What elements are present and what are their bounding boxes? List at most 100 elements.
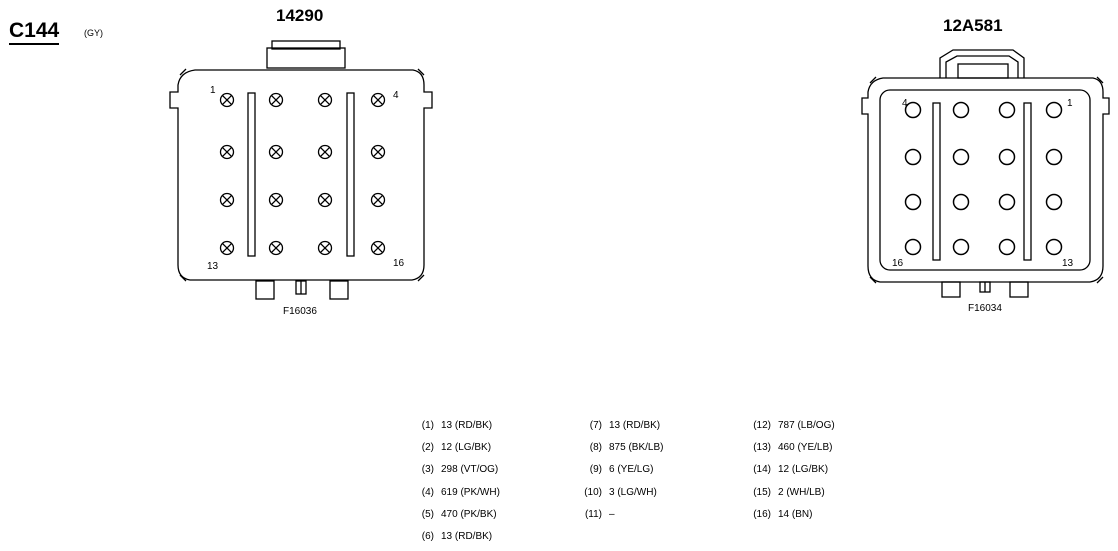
pin-number: (13) [753, 442, 771, 454]
circuit-id: – [609, 508, 615, 520]
pinout-row: (1) 13 (RD/BK) [412, 418, 500, 440]
right-inner-housing [879, 89, 1091, 271]
pin-cavity [317, 92, 333, 108]
right-corner-label: 13 [1062, 258, 1074, 269]
pin-cavity [904, 101, 922, 119]
pin-cavity [998, 193, 1016, 211]
pinout-row: (3) 298 (VT/OG) [412, 462, 500, 484]
pin-cavity [952, 193, 970, 211]
pin-cavity [1045, 148, 1063, 166]
circuit-id: 2 (WH/LB) [778, 486, 825, 498]
pin-cavity [219, 92, 235, 108]
left-corner-label: 1 [210, 85, 216, 96]
left-polarizing-bar-1 [247, 92, 256, 257]
left-corner-label: 16 [393, 258, 405, 269]
pinout-row: (14) 12 (LG/BK) [749, 462, 835, 484]
pin-cavity [370, 192, 386, 208]
left-figure-ref: F16036 [283, 306, 317, 317]
pin-cavity [219, 192, 235, 208]
pin-cavity [952, 148, 970, 166]
pin-number: (6) [421, 530, 434, 542]
pin-cavity [998, 101, 1016, 119]
left-locking-tab-top [271, 40, 341, 50]
circuit-id: 6 (YE/LG) [609, 464, 654, 476]
pin-cavity [219, 144, 235, 160]
pin-cavity [370, 240, 386, 256]
circuit-id: 3 (LG/WH) [609, 486, 657, 498]
pin-cavity [370, 92, 386, 108]
left-pin-array [219, 92, 386, 256]
pin-number: (5) [421, 508, 434, 520]
pin-cavity [952, 101, 970, 119]
pin-cavity [1045, 238, 1063, 256]
circuit-id: 787 (LB/OG) [778, 420, 835, 431]
left-housing [169, 69, 433, 281]
circuit-id: 619 (PK/WH) [441, 486, 500, 498]
connector-id: C144 [9, 20, 60, 45]
left-locking-tab [266, 47, 346, 69]
left-connector-face [169, 40, 433, 300]
pinout-row: (9)6 (YE/LG) [580, 462, 663, 484]
right-top-latch [939, 49, 1025, 78]
right-figure-ref: F16034 [968, 303, 1002, 314]
circuit-id: 470 (PK/BK) [441, 508, 497, 520]
pin-cavity [1045, 101, 1063, 119]
connector-color-code: (GY) [84, 28, 103, 38]
pin-cavity [952, 238, 970, 256]
pin-number: (15) [753, 486, 771, 498]
pin-cavity [1045, 193, 1063, 211]
pin-cavity [268, 92, 284, 108]
right-corner-label: 1 [1067, 98, 1073, 109]
left-bottom-latch [255, 280, 275, 300]
pin-number: (11) [584, 508, 602, 520]
circuit-id: 875 (BK/LB) [609, 442, 664, 454]
right-outer-housing [861, 77, 1110, 283]
pin-cavity [998, 148, 1016, 166]
right-polarizing-bar-1 [932, 102, 941, 261]
pin-cavity [317, 144, 333, 160]
circuit-id: 12 (LG/BK) [778, 464, 829, 476]
pin-cavity [268, 240, 284, 256]
right-bottom-latch [941, 281, 961, 298]
right-bottom-latch [1009, 281, 1029, 298]
pinout-row: (5) 470 (PK/BK) [412, 507, 500, 529]
right-connector-face [861, 49, 1110, 298]
pin-number: (2) [421, 442, 434, 454]
pin-number: (7) [589, 420, 602, 431]
pin-cavity [268, 144, 284, 160]
right-polarizing-bar-2 [1023, 102, 1032, 261]
pinout-row: (7)13 (RD/BK) [580, 418, 663, 440]
pinout-row: (8) 875 (BK/LB) [580, 440, 664, 462]
pin-number: (16) [753, 508, 771, 520]
pinout-row: (15) 2 (WH/LB) [749, 485, 835, 507]
pinout-row: (4) 619 (PK/WH) [412, 485, 500, 507]
pinout-row: (16)14 (BN) [749, 507, 835, 529]
pin-number: (8) [589, 442, 602, 454]
pin-cavity [370, 144, 386, 160]
pin-cavity [904, 238, 922, 256]
left-part-number: 14290 [276, 6, 324, 25]
pinout-row: (11)– [580, 507, 663, 529]
circuit-id: 298 (VT/OG) [441, 464, 499, 476]
right-pin-array [904, 101, 1063, 256]
pin-number: (12) [753, 420, 771, 431]
pin-number: (4) [421, 486, 434, 498]
pin-cavity [317, 240, 333, 256]
pinout-column-3: (12)787 (LB/OG)(13)460 (YE/LB)(14)12 (LG… [749, 418, 835, 529]
pinout-row: (6) 13 (RD/BK) [412, 529, 500, 551]
pin-number: (1) [421, 420, 434, 431]
pinout-row: (2)12 (LG/BK) [412, 440, 500, 462]
left-corner-label: 13 [207, 261, 219, 272]
right-corner-label: 4 [902, 98, 908, 109]
pin-cavity [904, 148, 922, 166]
pin-number: (3) [421, 464, 434, 476]
circuit-id: 13 (RD/BK) [441, 530, 493, 542]
pin-cavity [219, 240, 235, 256]
left-corner-label: 4 [393, 90, 399, 101]
pin-cavity [998, 238, 1016, 256]
pin-cavity [268, 192, 284, 208]
right-corner-label: 16 [892, 258, 904, 269]
circuit-id: 13 (RD/BK) [441, 420, 493, 431]
pin-number: (14) [753, 464, 771, 476]
